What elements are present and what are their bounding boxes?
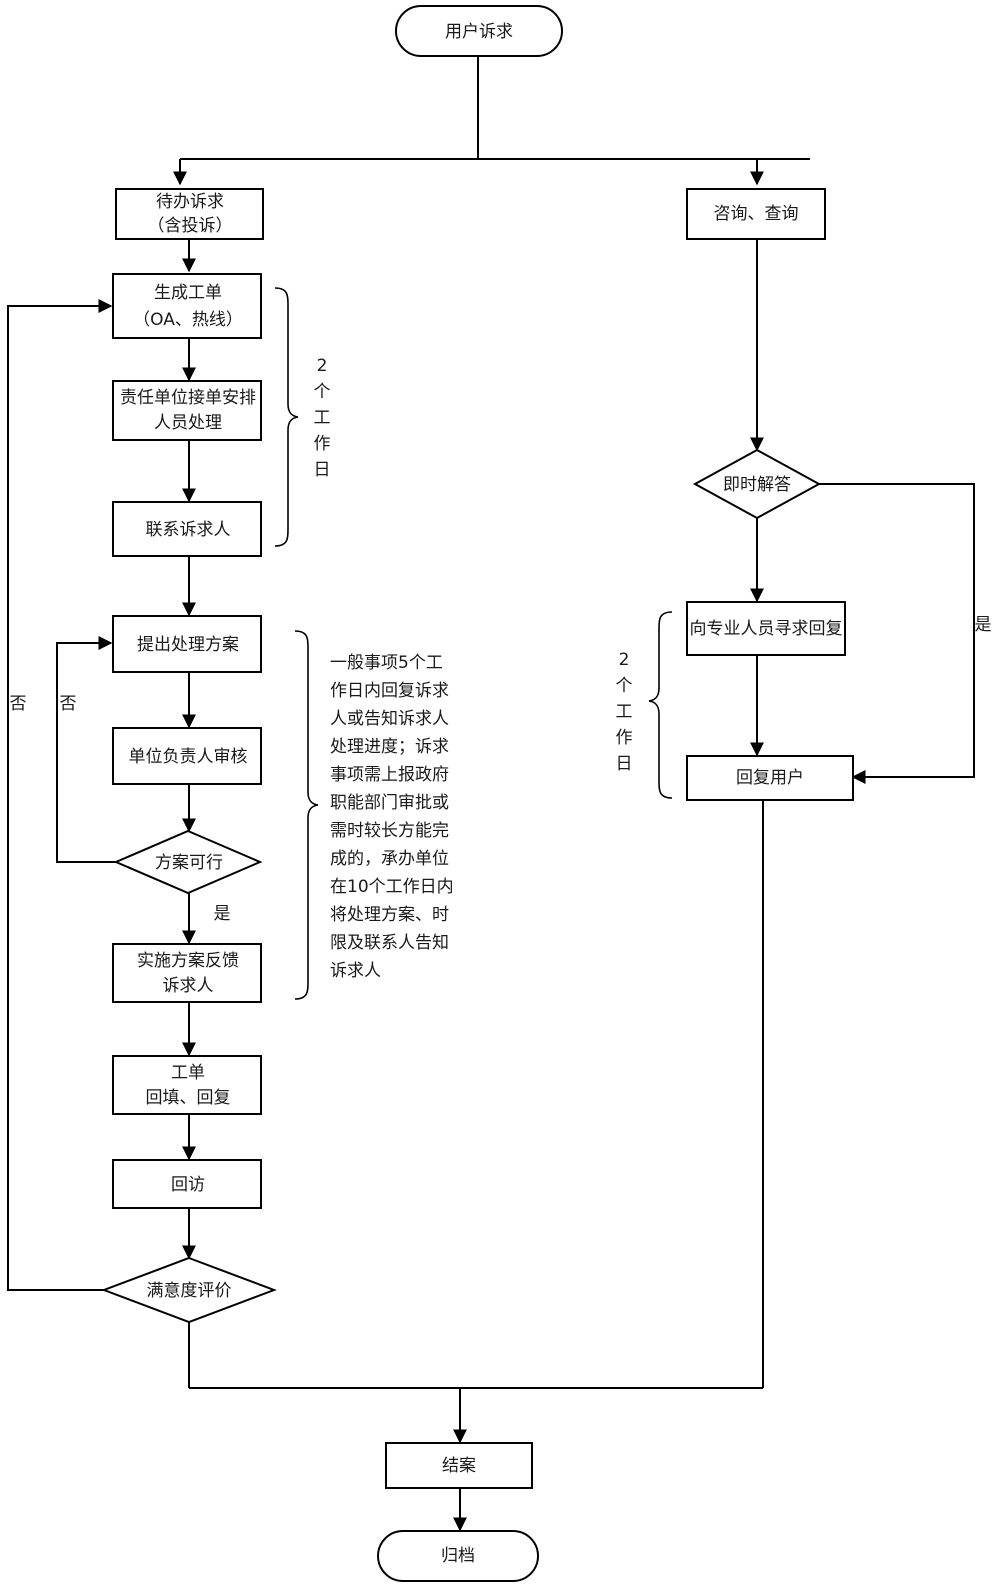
node-revisit[interactable]: 回访 [112,1159,262,1209]
sla-note-line-5: 职能部门审批或 [330,793,449,813]
node-implement-line1: 实施方案反馈 [137,951,239,971]
sla-note-line-7: 成的，承办单位 [330,849,449,869]
vlabel-right-two-days-4: 日 [616,754,633,774]
vlabel-right-two-days-0: 2 [619,650,630,670]
node-create-order-line2: （OA、热线） [133,310,243,330]
node-contact-label: 联系诉求人 [146,520,231,540]
sla-note: 一般事项5个工 作日内回复诉求 人或告知诉求人 处理进度；诉求 事项需上报政府 … [330,653,454,981]
sla-note-line-6: 需时较长方能完 [330,821,449,841]
node-consult-label: 咨询、查询 [714,204,799,224]
sla-note-line-0: 一般事项5个工 [330,653,443,673]
vlabel-left-two-days-3: 作 [314,434,331,454]
node-implement[interactable]: 实施方案反馈 诉求人 [112,943,262,1003]
vlabel-right-two-days: 2 个 工 作 日 [616,650,633,774]
sla-note-line-1: 作日内回复诉求 [330,681,449,701]
node-close-case-label: 结案 [442,1456,476,1476]
vlabel-left-two-days-0: 2 [317,356,328,376]
sla-note-line-10: 限及联系人告知 [330,933,449,953]
node-instant-answer-label: 即时解答 [723,475,791,495]
node-feasible[interactable]: 方案可行 [113,829,263,895]
node-close-case[interactable]: 结案 [385,1442,533,1489]
brace-left-two-days [274,287,299,547]
sla-note-line-4: 事项需上报政府 [330,765,449,785]
node-consult[interactable]: 咨询、查询 [686,188,826,240]
brace-right-two-days [648,611,673,799]
edge-label-feasible-no: 否 [60,694,77,714]
node-create-order-line1: 生成工单 [154,283,222,303]
sla-note-line-8: 在10个工作日内 [330,877,454,897]
node-satisfaction-label: 满意度评价 [147,1281,232,1301]
node-review-label: 单位负责人审核 [129,747,248,767]
node-satisfaction[interactable]: 满意度评价 [101,1256,277,1324]
node-create-order[interactable]: 生成工单 （OA、热线） [112,273,262,339]
vlabel-left-two-days-2: 工 [314,408,331,428]
edge-instant-yes-to-reply [819,483,975,784]
vlabel-right-two-days-1: 个 [616,676,633,696]
node-start[interactable]: 用户诉求 [395,5,563,57]
sla-note-line-3: 处理进度；诉求 [330,737,449,757]
edge-label-feasible-yes: 是 [214,904,231,924]
edge-satisfaction-no-loop [7,299,113,1291]
sla-note-line-2: 人或告知诉求人 [330,709,449,729]
node-fill-reply[interactable]: 工单 回填、回复 [112,1055,262,1115]
node-reply-user-label: 回复用户 [736,768,804,788]
node-instant-answer[interactable]: 即时解答 [692,448,822,520]
node-contact[interactable]: 联系诉求人 [112,501,262,557]
node-archive[interactable]: 归档 [377,1530,539,1582]
node-assign-line2: 人员处理 [154,413,222,433]
sla-note-line-11: 诉求人 [330,961,381,981]
vlabel-left-two-days-1: 个 [314,382,331,402]
node-assign-line1: 责任单位接单安排 [120,388,256,408]
node-fill-reply-line2: 回填、回复 [146,1088,231,1108]
sla-note-line-9: 将处理方案、时 [330,905,449,925]
node-pending-line1: 待办诉求 [156,192,224,212]
node-revisit-label: 回访 [171,1175,205,1195]
node-start-label: 用户诉求 [445,22,513,42]
node-pending-line2: （含投诉） [148,216,233,236]
edge-label-instant-yes: 是 [975,615,992,635]
vlabel-right-two-days-3: 作 [616,728,633,748]
node-seek-expert[interactable]: 向专业人员寻求回复 [686,601,846,656]
node-archive-label: 归档 [441,1546,475,1566]
node-assign[interactable]: 责任单位接单安排 人员处理 [112,380,262,441]
vlabel-left-two-days-4: 日 [314,460,331,480]
brace-sla-note [294,630,319,1000]
node-reply-user[interactable]: 回复用户 [686,755,854,801]
vlabel-right-two-days-2: 工 [616,702,633,722]
node-review[interactable]: 单位负责人审核 [112,727,262,785]
node-seek-expert-label: 向专业人员寻求回复 [690,619,843,639]
edge-feasible-no-loop [56,636,129,863]
node-propose-label: 提出处理方案 [137,635,239,655]
vlabel-left-two-days: 2 个 工 作 日 [314,356,331,480]
edge-label-satisfaction-no: 否 [10,694,27,714]
node-propose[interactable]: 提出处理方案 [112,615,262,673]
node-feasible-label: 方案可行 [155,853,223,873]
node-fill-reply-line1: 工单 [171,1063,205,1083]
node-implement-line2: 诉求人 [163,976,214,996]
node-pending[interactable]: 待办诉求 （含投诉） [115,188,264,240]
